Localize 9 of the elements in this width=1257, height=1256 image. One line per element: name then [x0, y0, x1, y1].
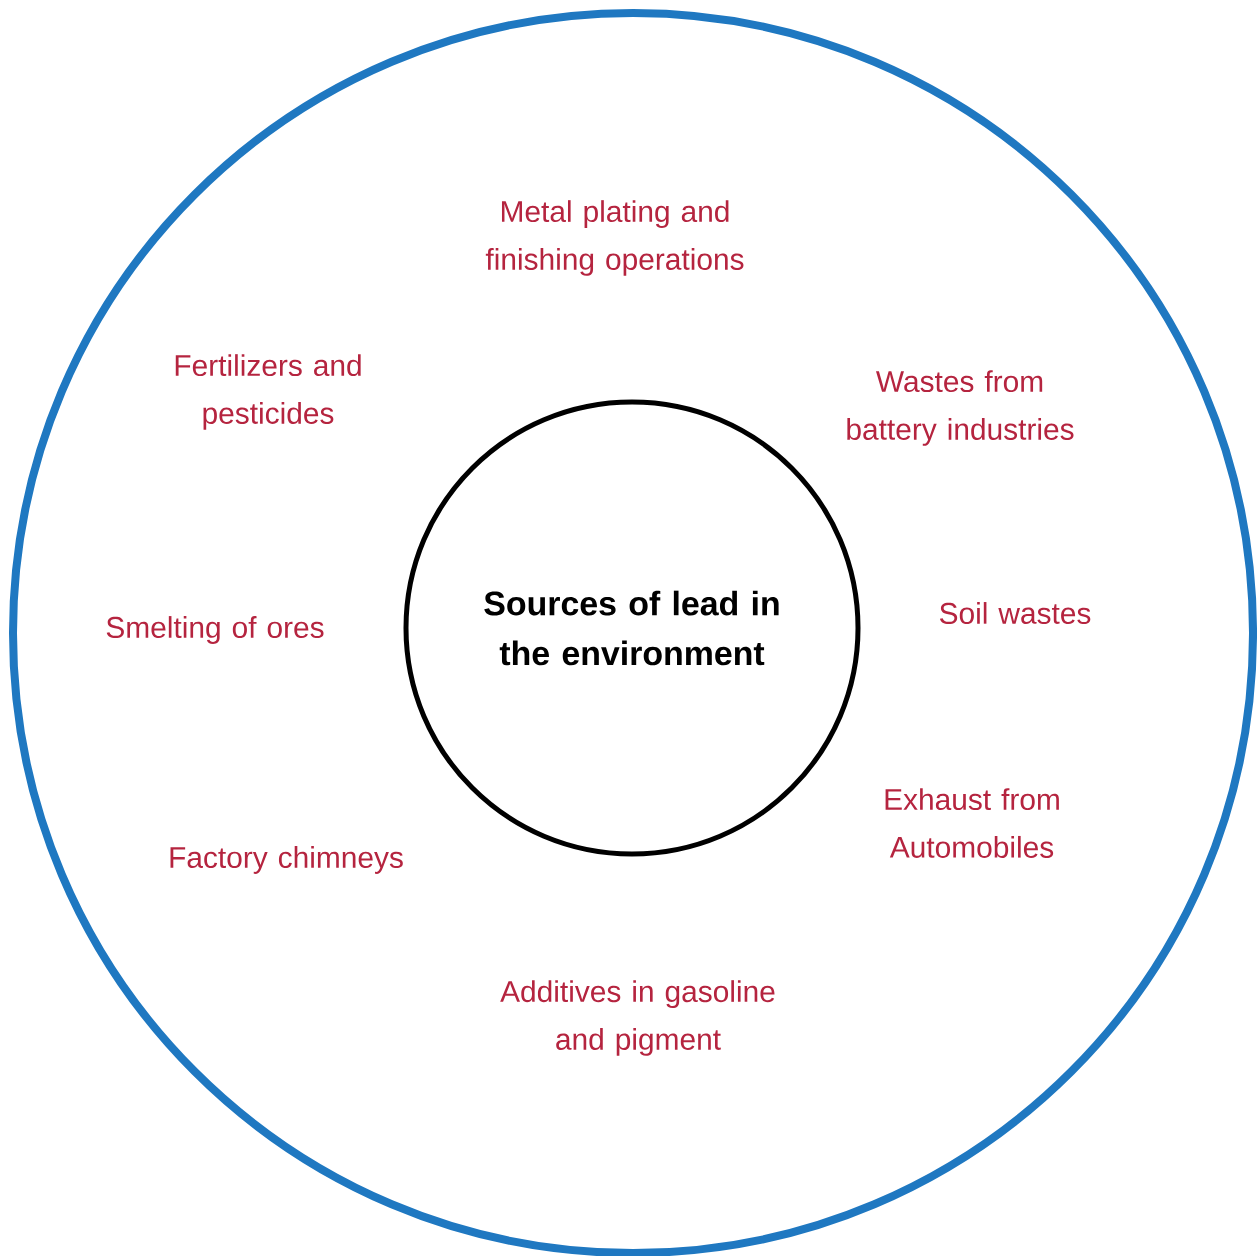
source-label: Wastes from battery industries [847, 370, 1074, 446]
source-label: Fertilizers and pesticides [175, 354, 361, 430]
source-label: Additives in gasoline and pigment [500, 980, 775, 1056]
source-label: Soil wastes [939, 602, 1091, 624]
ring [9, 9, 1257, 1256]
source-label: Factory chimneys [170, 846, 403, 874]
source-label: Metal plating and finishing operations [485, 200, 744, 276]
source-label: Exhaust from Automobiles [885, 788, 1059, 858]
source-label: Smelting of ores [106, 616, 324, 644]
